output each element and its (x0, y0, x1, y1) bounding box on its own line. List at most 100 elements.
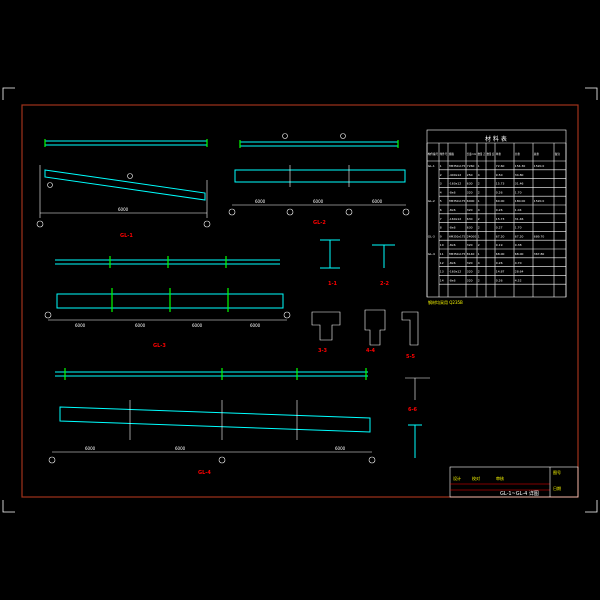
table-cell: 4.70 (515, 261, 522, 265)
table-cell: 320 (467, 208, 473, 212)
table-cell: HM350x175 (449, 199, 465, 203)
dimension-text: 6000 (250, 323, 261, 328)
table-cell: 630 (467, 217, 473, 221)
table-cell: 154.30 (515, 164, 526, 168)
table-cell: 250 (467, 173, 473, 177)
table-cell: -8x6 (449, 261, 456, 265)
table-cell: 7 (440, 217, 442, 221)
table-header: 数量 正 (478, 152, 486, 156)
view-label-gl4: GL-4 (198, 470, 211, 476)
table-cell: 8140 (467, 252, 475, 256)
dimension-text: 6000 (335, 446, 346, 451)
table-cell: 0.19 (496, 243, 503, 247)
table-cell: 689.70 (534, 234, 545, 238)
beam-gl1-plan (44, 139, 208, 147)
table-header: 数量 反 (487, 152, 495, 156)
table-cell: 4 (478, 261, 480, 265)
section-label: 3-3 (318, 348, 328, 354)
dimension-text: 6000 (372, 199, 383, 204)
table-cell: 34.80 (515, 173, 524, 177)
beam-gl3-elevation: 6000 6000 6000 6000 (44, 288, 291, 328)
table-cell: 72.60 (496, 164, 505, 168)
table-cell: 1 (478, 234, 480, 238)
view-label-gl2: GL-2 (313, 220, 326, 226)
table-cell: 1520.0 (534, 164, 545, 168)
table-cell: 4 (440, 190, 442, 194)
table-cell: 1 (478, 252, 480, 256)
title-label: 日期 (553, 485, 561, 491)
dimension-text: 6000 (192, 323, 203, 328)
beam-gl1-elevation: 6000 (36, 165, 211, 228)
view-label-gl1: GL-1 (120, 233, 133, 239)
table-cell: 14 (440, 278, 444, 282)
table-cell: 68.00 (515, 252, 524, 256)
table-cell: -160x12 (449, 270, 461, 274)
table-cell: 2 (478, 217, 480, 221)
table-cell: 2 (440, 173, 442, 177)
table-cell: 9.50 (496, 173, 503, 177)
table-cell: 2 (478, 243, 480, 247)
table-cell: 320 (467, 243, 473, 247)
dimension-text: 6000 (175, 446, 186, 451)
table-cell: 1 (440, 164, 442, 168)
table-cell: -8x6 (449, 243, 456, 247)
table-cell: GL-1 (428, 164, 435, 168)
table-cell: 0.26 (496, 208, 503, 212)
table-header: 规格 (449, 152, 455, 156)
beam-gl3-plan (55, 256, 280, 268)
table-header: 共重 (515, 152, 521, 156)
dimension-text: 6000 (313, 199, 324, 204)
table-cell: GL-4 (428, 252, 435, 256)
table-cell: -8x6 (449, 278, 456, 282)
table-cell: 6 (440, 208, 442, 212)
dimension-text: 6000 (75, 323, 86, 328)
table-cell: 320 (467, 278, 473, 282)
dimension-text: 6000 (255, 199, 266, 204)
table-cell: 31.46 (515, 217, 524, 221)
table-cell: 320 (467, 190, 473, 194)
table-cell: 5 (440, 199, 442, 203)
table-cell: 67.20 (515, 234, 524, 238)
section-label: 6-6 (408, 407, 418, 413)
table-cell: HM350x175 (449, 234, 465, 238)
table-cell: 2 (478, 182, 480, 186)
table-cell: 0.26 (496, 278, 503, 282)
dimension-text: 6000 (118, 207, 129, 212)
dimension-text: 6000 (85, 446, 96, 451)
table-cell: 60.00 (496, 199, 505, 203)
beam-gl4-elevation: 6000 6000 6000 (48, 400, 376, 464)
table-cell: HM350x175 (449, 164, 465, 168)
table-cell: 6000 (467, 199, 475, 203)
table-header: 总重 (534, 152, 540, 156)
title-label: 图号 (553, 469, 561, 475)
table-cell: 4.52 (515, 278, 522, 282)
view-label-gl3: GL-3 (153, 343, 166, 349)
table-cell: 14.87 (496, 270, 505, 274)
table-title: 材 料 表 (485, 135, 507, 143)
table-cell: 0.26 (496, 190, 503, 194)
dimension-text: 6000 (135, 323, 146, 328)
table-cell: 15.73 (496, 182, 505, 186)
beam-gl4-plan (55, 368, 368, 380)
table-cell: -8x6 (449, 226, 456, 230)
section-details (311, 239, 430, 458)
table-cell: 1 (478, 164, 480, 168)
table-cell: HM350x175 (449, 252, 465, 256)
table-header: 长度mm (467, 152, 477, 156)
table-cell: 1 (478, 199, 480, 203)
table-cell: 367.80 (534, 252, 545, 256)
sheet-corner-marks (2, 87, 598, 513)
table-cell: 630 (467, 182, 473, 186)
table-cell: 24000 (467, 234, 476, 238)
table-cell: -160x12 (449, 182, 461, 186)
table-cell: 0.38 (515, 243, 522, 247)
table-cell: 320 (467, 270, 473, 274)
table-cell: 4 (478, 173, 480, 177)
table-header: 零件号 (440, 152, 448, 156)
beam-gl2-elevation: 6000 6000 6000 (228, 165, 410, 216)
section-label: 5-5 (406, 354, 416, 360)
table-cell: 320 (467, 261, 473, 265)
table-cell: 9 (440, 234, 442, 238)
